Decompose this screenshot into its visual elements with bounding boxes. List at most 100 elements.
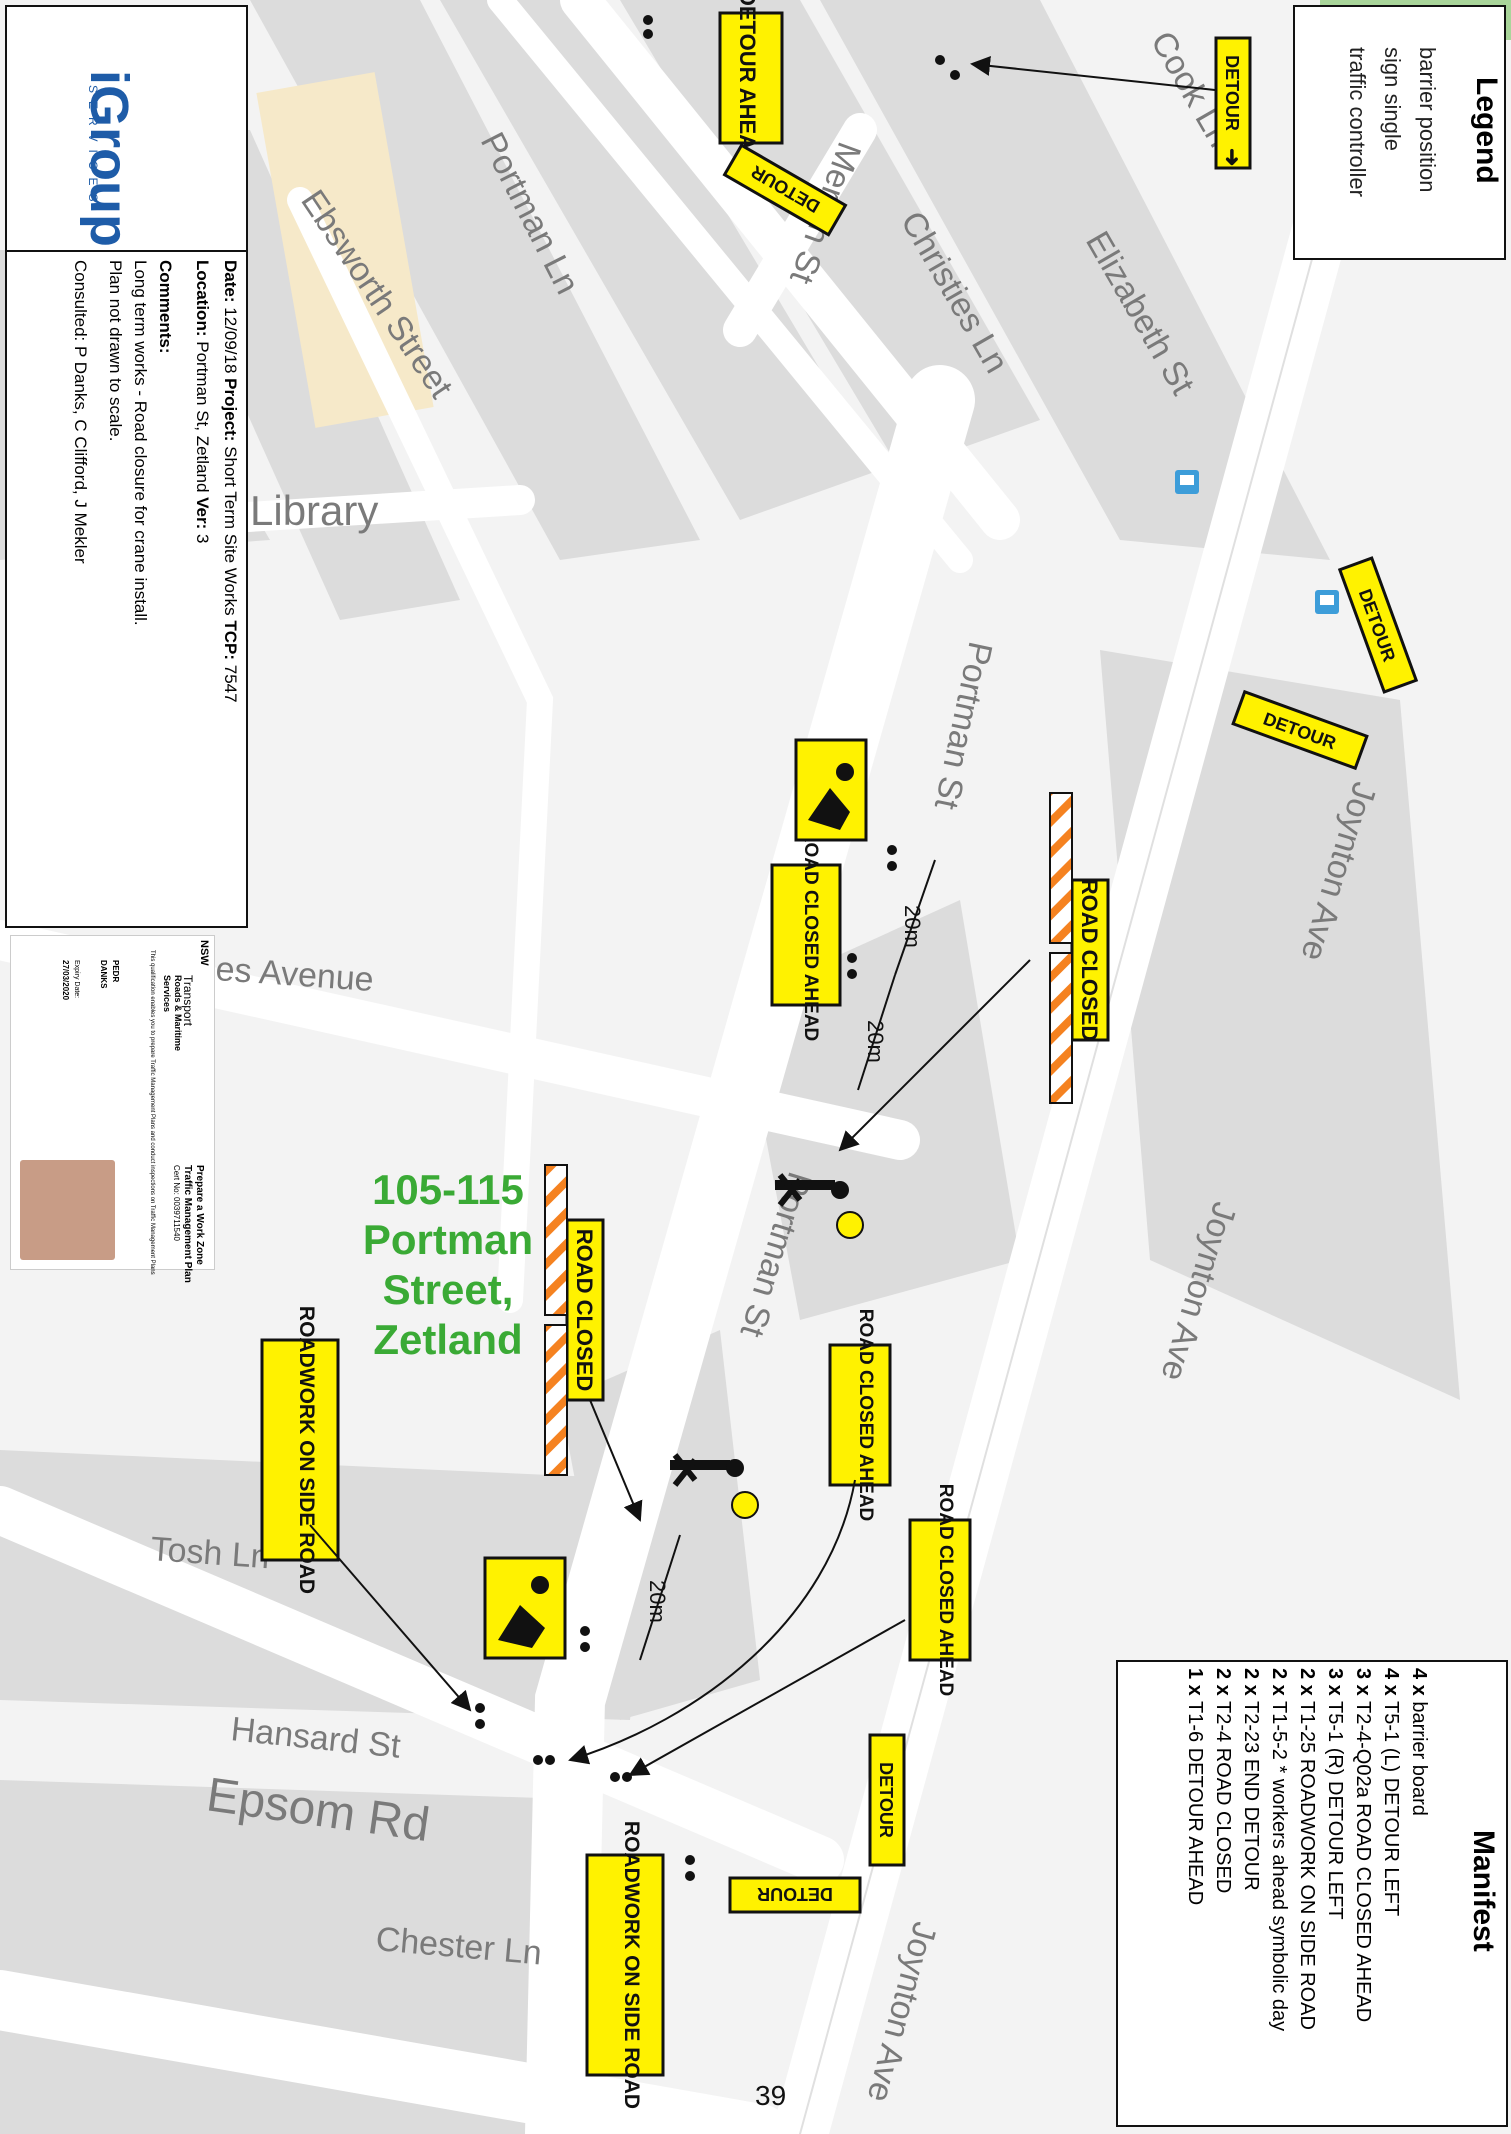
manifest-item: 4 x T5-1 (L) DETOUR LEFT	[1379, 1668, 1402, 1916]
manifest-item-text: T1-5-2 * workers ahead symbolic day	[1268, 1701, 1290, 2032]
manifest-item-text: T2-4-Q02a ROAD CLOSED AHEAD	[1352, 1701, 1374, 2023]
manifest-item: 2 x T1-5-2 * workers ahead symbolic day	[1267, 1668, 1290, 2031]
merton-st-road	[723, 113, 877, 347]
legend-item: traffic controller	[1345, 47, 1370, 197]
card-expiry-label: Expiry Date:	[73, 960, 80, 999]
title-block-row: Location: Portman St, Zetland Ver: 3	[192, 260, 212, 544]
manifest-item-qty: 1 x	[1184, 1668, 1206, 1696]
manifest-item-text: T2-23 END DETOUR	[1240, 1701, 1262, 1891]
title-block-tcp: 7547	[221, 664, 240, 703]
distance-label: 20m	[863, 1020, 888, 1063]
title-block-date-label: Date:	[221, 260, 240, 303]
manifest-item-text: barrier board	[1408, 1701, 1430, 1816]
manifest-item: 3 x T2-4-Q02a ROAD CLOSED AHEAD	[1351, 1668, 1374, 2022]
title-block-location: Portman St, Zetland	[193, 341, 212, 493]
library-block	[256, 72, 434, 428]
distance-markers	[639, 859, 936, 1661]
manifest-item-qty: 2 x	[1240, 1668, 1262, 1696]
title-block-ver-label: Ver:	[193, 497, 212, 530]
title-block-comments-label: Comments:	[156, 260, 175, 354]
manifest-item: 2 x T2-4 ROAD CLOSED	[1211, 1668, 1234, 1893]
title-block-project-label: Project:	[221, 378, 240, 442]
card-expiry: 27/03/2020	[61, 960, 70, 1001]
title-block-row: Long term works - Road closure for crane…	[130, 260, 150, 626]
page-number: 39	[755, 2080, 786, 2111]
manifest-item: 4 x barrier board	[1407, 1668, 1430, 1816]
svg-text:Portman: Portman	[363, 1216, 533, 1263]
title-block-location-label: Location:	[193, 260, 212, 337]
manifest-item: 2 x T2-23 END DETOUR	[1239, 1668, 1262, 1891]
barrier-board	[544, 1324, 568, 1476]
title-block-row: Plan not drawn to scale.	[105, 260, 125, 441]
card-org-1: Transport	[181, 975, 195, 1026]
manifest-item-qty: 4 x	[1380, 1668, 1402, 1696]
manifest-title: Manifest	[1467, 1830, 1500, 1952]
manifest-item-text: T5-1 (L) DETOUR LEFT	[1380, 1701, 1402, 1917]
traffic-controller-icon	[670, 1453, 759, 1519]
site-label: 105-115 Portman Street, Zetland	[363, 1166, 533, 1363]
barrier-board	[544, 1164, 568, 1316]
company-logo-subtitle: SERVICES	[86, 85, 100, 210]
barrier-board	[1049, 792, 1073, 944]
sign-detour-ahead: DETOUR AHEAD	[718, 0, 784, 166]
sign-detour: DETOUR ➜	[1214, 36, 1252, 170]
manifest-item-qty: 2 x	[1268, 1668, 1290, 1696]
svg-text:ROAD CLOSED AHEAD: ROAD CLOSED AHEAD	[935, 1484, 956, 1697]
title-block	[5, 5, 248, 928]
card-title-1: Prepare a Work Zone	[194, 1165, 205, 1265]
svg-text:ROAD CLOSED: ROAD CLOSED	[572, 1229, 597, 1392]
hansard-st-road	[0, 1486, 844, 1884]
sign-detour: DETOUR	[728, 1876, 862, 1914]
sign-detour: DETOUR	[868, 1733, 906, 1867]
manifest-item-qty: 2 x	[1296, 1668, 1318, 1696]
bus-stop-icon	[1175, 470, 1199, 494]
title-block-ver: 3	[193, 534, 212, 544]
manifest-item: 2 x T1-25 ROADWORK ON SIDE ROAD	[1295, 1668, 1318, 2030]
card-cert: Cert No: 0039711540	[172, 1165, 181, 1241]
title-block-comments-1: Long term works - Road closure for crane…	[131, 260, 150, 626]
bus-stop-icon	[1315, 590, 1339, 614]
sign-road-closed: ROAD CLOSED	[565, 1218, 605, 1402]
manifest-item: 1 x T1-6 DETOUR AHEAD	[1183, 1668, 1206, 1905]
manifest-item-text: T1-25 ROADWORK ON SIDE ROAD	[1296, 1701, 1318, 2030]
sign-roadwork-on-side-road: ROADWORK ON SIDE ROAD	[260, 1306, 340, 1594]
title-block-comments-2: Plan not drawn to scale.	[106, 260, 125, 442]
sign-roadwork-on-side-road: ROADWORK ON SIDE ROAD	[585, 1821, 665, 2109]
svg-text:ROAD CLOSED AHEAD: ROAD CLOSED AHEAD	[800, 829, 821, 1042]
manifest-item-qty: 4 x	[1408, 1668, 1430, 1696]
street-label-tosh-ln: Tosh Ln	[149, 1530, 270, 1576]
legend: Legend barrier position sign single traf…	[1293, 5, 1506, 260]
title-block-row: Date: 12/09/18 Project: Short Term Site …	[220, 260, 240, 703]
manifest-item-text: T2-4 ROAD CLOSED	[1212, 1701, 1234, 1894]
workers-ahead-sign	[794, 738, 868, 842]
portman-ln-road	[287, 187, 554, 1313]
title-block-project: Short Term Site Works	[221, 446, 240, 616]
title-block-consulted: Consulted: P Danks, C Clifford, J Mekler	[71, 260, 90, 564]
title-block-tcp-label: TCP:	[221, 620, 240, 661]
sign-road-closed-ahead: ROAD CLOSED AHEAD	[908, 1484, 972, 1697]
svg-text:DETOUR AHEAD: DETOUR AHEAD	[735, 0, 760, 166]
manifest-item-qty: 3 x	[1352, 1668, 1374, 1696]
barrier-board	[1049, 952, 1073, 1104]
svg-text:ROADWORK ON SIDE ROAD: ROADWORK ON SIDE ROAD	[295, 1306, 318, 1594]
ebsworth-street-road	[185, 485, 535, 535]
svg-text:DETOUR: DETOUR	[876, 1762, 896, 1838]
card-org-2: Roads & Maritime	[173, 975, 183, 1052]
svg-text:ROAD CLOSED AHEAD: ROAD CLOSED AHEAD	[855, 1309, 876, 1522]
legend-item: sign single	[1380, 47, 1405, 151]
sign-road-closed-ahead: ROAD CLOSED AHEAD	[828, 1309, 892, 1522]
manifest-item-text: T5-1 (R) DETOUR LEFT	[1324, 1701, 1346, 1920]
card-title-2: Traffic Management Plan	[182, 1165, 193, 1283]
svg-text:ROADWORK ON SIDE ROAD: ROADWORK ON SIDE ROAD	[620, 1821, 643, 2109]
manifest	[1116, 1660, 1508, 2127]
card-name-1: PEDR	[111, 960, 120, 983]
arrow-right-icon: ➜	[1220, 148, 1245, 166]
card-desc: This qualification enables you to prepar…	[149, 950, 155, 1275]
epsom-rd-road	[0, 1970, 790, 2134]
distance-label: 20m	[900, 905, 925, 948]
card-photo	[20, 1160, 115, 1260]
card-name-2: DANKS	[99, 960, 108, 989]
sign-road-closed: ROAD CLOSED	[1070, 878, 1110, 1042]
workers-ahead-sign	[483, 1556, 567, 1660]
